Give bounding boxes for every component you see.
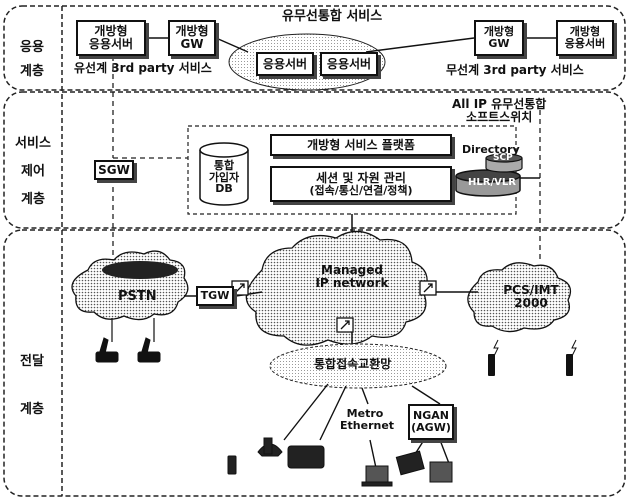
right-app-server-line2: 응용서버 [564,37,606,50]
softswitch-title: All IP 유무선통합 소프트스위치 [452,98,546,123]
left-app-server-line2: 응용서버 [88,37,134,51]
app-server-1: 응용서버 [256,52,314,76]
open-service-platform: 개방형 서비스 플랫폼 [270,134,452,156]
layer-transport-line1: 전달 [20,354,44,369]
pstn-label: PSTN [118,289,157,304]
ngan-line1: NGAN [413,409,449,423]
layer-application-line1: 응용 [20,40,44,55]
left-gw-line1: 개방형 [175,24,209,39]
wireless-3rd-party-caption: 무선계 3rd party 서비스 [446,63,584,77]
managed-ip-line2: IP network [315,275,389,290]
layer-label-service-control: 서비스 제어 계층 [4,130,62,214]
session-line1: 세션 및 자원 관리 [316,170,406,185]
layer-control-line1: 서비스 [15,136,51,151]
integrated-service-title: 유무선통합 서비스 [282,9,383,24]
layer-label-application: 응용 계층 [8,36,56,84]
pstn-top-disc [102,261,178,279]
right-app-server-line1: 개방형 [569,25,601,39]
wired-3rd-party-caption: 유선계 3rd party 서비스 [74,61,212,75]
hlr-vlr-label: HLR/VLR [468,177,516,188]
left-app-server-line1: 개방형 [94,24,128,39]
mobile-handsets [488,339,577,376]
switch-icons [231,280,437,333]
metro-line1: Metro [346,407,384,420]
softswitch-title-line1: All IP 유무선통합 [452,97,547,111]
pcs-cloud [467,262,572,333]
access-network-oval [269,343,447,389]
right-gw-line2: GW [488,37,510,50]
subscriber-db-cylinder [199,142,249,206]
layer-control-line2: 제어 [21,164,45,179]
subscriber-db-line3: DB [215,182,233,196]
layer-transport-line2: 계층 [20,402,44,417]
layer-application-line2: 계층 [20,64,44,79]
managed-ip-label: Managed IP network [302,264,402,289]
subscriber-db-label: 통합 가입자 DB [204,160,244,195]
hlr-cylinder [455,169,521,197]
left-gw-line2: GW [180,37,204,51]
pcs-imt-label: PCS/IMT 2000 [494,284,568,309]
managed-ip-line1: Managed [321,263,383,277]
managed-ip-cloud [245,230,428,346]
subscriber-db-line1: 통합 [213,159,235,172]
metro-ethernet-label: Metro Ethernet [340,407,395,432]
directory-label: Directory [462,143,520,156]
pcs-line2: 2000 [514,295,548,310]
scp-cylinder [485,153,523,173]
session-resource-mgmt: 세션 및 자원 관리(접속/통신/연결/정책) [270,166,452,202]
metro-line2: Ethernet [340,418,395,432]
softswitch-title-line2: 소프트스위치 [466,109,533,124]
ngan-line2: (AGW) [411,421,451,434]
scp-label: SCP [493,153,513,163]
tgw-box: TGW [196,286,234,306]
pcs-line1: PCS/IMT [503,283,559,297]
layer-control-line3: 계층 [21,192,45,207]
ngan-agw-box: NGAN(AGW) [408,404,454,440]
access-network-label: 통합접속교환망 [314,357,392,371]
layer-frames [3,5,626,497]
app-server-2: 응용서버 [320,52,378,76]
pstn-phones [95,318,161,363]
sgw-box: SGW [94,160,134,180]
session-line2: (접속/통신/연결/정책) [309,183,413,197]
layer-label-transport: 전달 계층 [8,338,56,434]
subscriber-db-line2: 가입자 [208,170,240,184]
access-terminals [227,437,453,487]
right-gw-line1: 개방형 [483,25,515,39]
